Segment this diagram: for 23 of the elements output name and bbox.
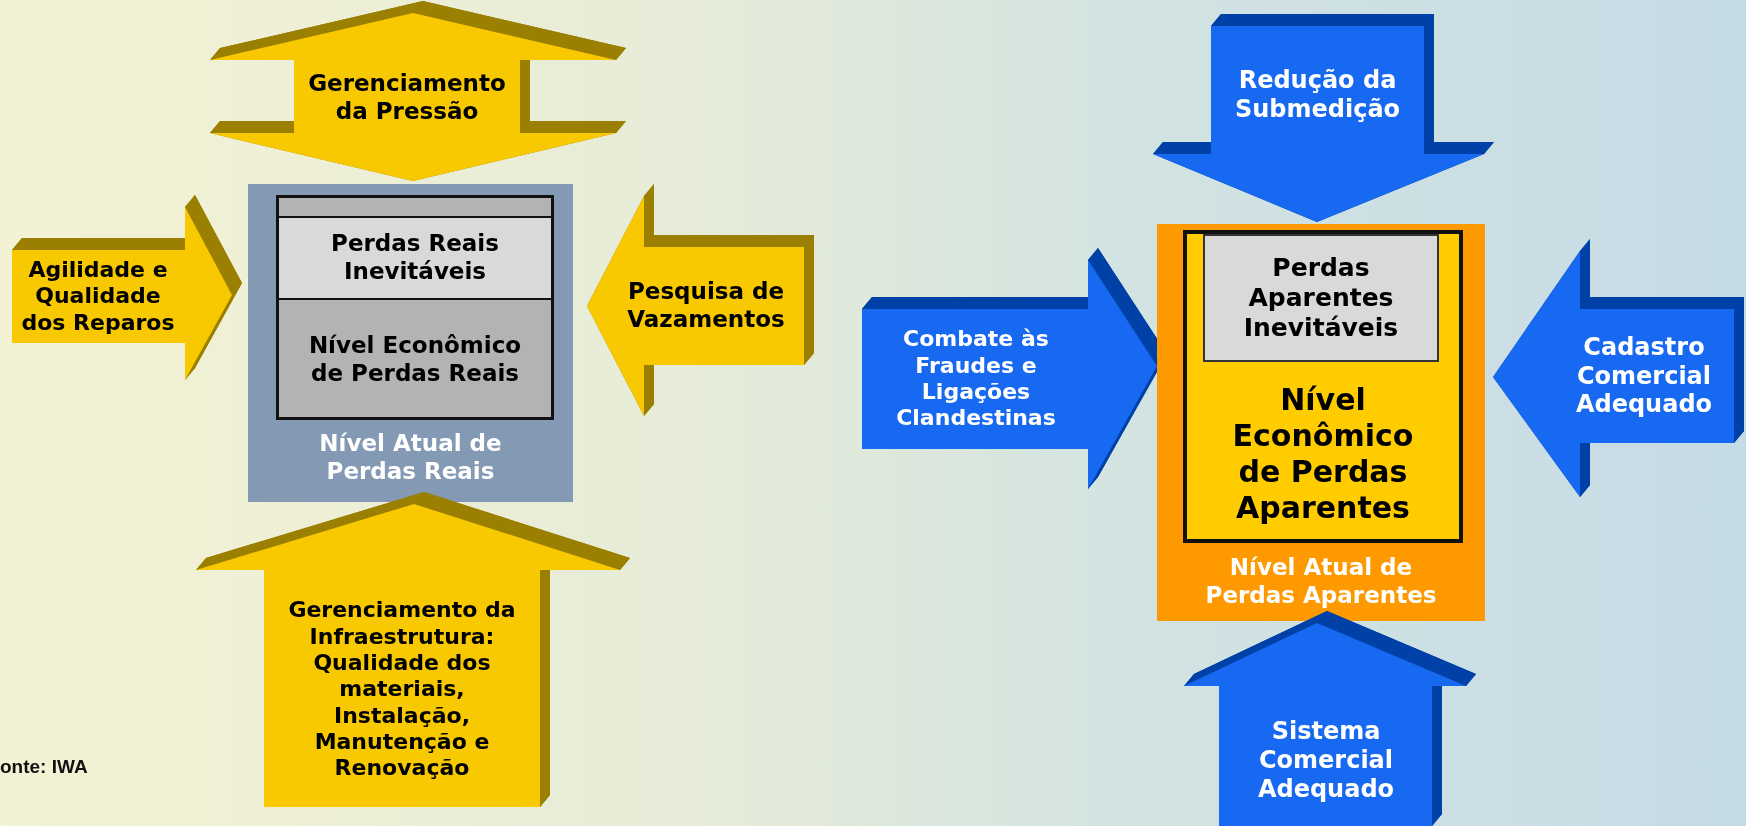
- level-box: [279, 218, 551, 298]
- arrow-label: Redução da Submedição: [1233, 66, 1402, 124]
- level-box: [1157, 224, 1485, 621]
- level-box: [1203, 234, 1439, 362]
- arrow-label: Combate às Fraudes e Ligações Clandestinas: [895, 326, 1057, 432]
- box-label: Perdas Aparentes Inevitáveis: [1242, 253, 1400, 343]
- arrow-label: Cadastro Comercial Adequado: [1574, 332, 1714, 420]
- header-bar: [279, 198, 551, 218]
- level-box: [279, 298, 551, 417]
- box-label: Nível Atual de Perdas Aparentes: [1204, 554, 1438, 610]
- arrow-label: Pesquisa de Vazamentos: [626, 278, 786, 334]
- arrow-label: Gerenciamento da Pressão: [307, 70, 507, 126]
- box-label: Perdas Reais Inevitáveis: [330, 230, 500, 286]
- arrow-label: Sistema Comercial Adequado: [1256, 717, 1396, 804]
- source-note: onte: IWA: [0, 756, 88, 778]
- box-label: Nível Econômico de Perdas Aparentes: [1231, 381, 1415, 526]
- level-box: [1183, 230, 1463, 543]
- frame-box: [276, 195, 554, 420]
- box-label: Nível Atual de Perdas Reais: [318, 430, 503, 486]
- arrow-label: Gerenciamento da Infraestrutura: Qualidade dos materiais, Instalação, Manutenção e Renovação: [287, 597, 517, 782]
- arrow-label: Agilidade e Qualidade dos Reparos: [20, 256, 176, 337]
- box-label: Nível Econômico de Perdas Reais: [307, 331, 523, 388]
- level-box: [248, 184, 573, 502]
